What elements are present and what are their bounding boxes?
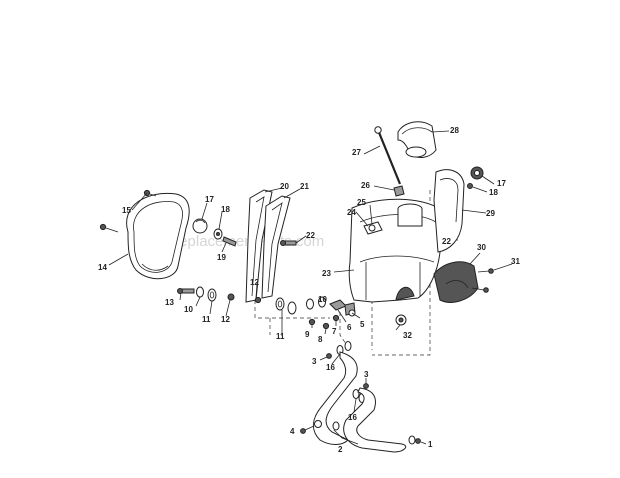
callout-18-right: 18 [489,188,498,197]
callout-23: 23 [322,269,331,278]
part-4-screw [300,420,322,434]
part-26-collar [393,185,405,197]
callout-5: 5 [360,320,365,329]
part-18-washer-left [213,228,223,240]
callout-3-upper: 3 [312,357,317,366]
part-17-knob-left [192,218,208,234]
callout-26: 26 [361,181,370,190]
callout-18-left: 18 [221,205,230,214]
callout-8: 8 [318,335,323,344]
callout-11-left: 11 [202,315,211,324]
callout-17-left: 17 [205,195,214,204]
part-17-knob-right [470,166,484,180]
part-22-bolt-left [280,240,297,246]
callout-25: 25 [357,198,366,207]
part-7-nut [332,314,340,322]
part-3-screw-upper [326,353,332,359]
part-24-25-handle [363,221,383,235]
part-14-side-cover [126,192,190,280]
callout-10-right: 10 [318,295,327,304]
callout-21: 21 [300,182,309,191]
part-30-guard [433,261,479,303]
part-32-bushing [395,314,407,326]
callout-12-right: 12 [250,278,259,287]
callout-29: 29 [486,209,495,218]
callout-27: 27 [352,148,361,157]
callout-12-left: 12 [221,315,230,324]
part-31-screws [471,268,494,293]
callout-3-lower: 3 [364,370,369,379]
part-11-bushing-a [207,288,217,302]
callout-9: 9 [305,330,310,339]
callout-16-upper: 16 [326,363,335,372]
callout-31: 31 [511,257,520,266]
callout-22-left: 22 [306,231,315,240]
part-23-chute-housing [348,198,443,303]
callout-14: 14 [98,263,107,272]
callout-16-lower: 16 [348,413,357,422]
callout-10-left: 10 [184,305,193,314]
part-2-bracket-left [313,351,358,445]
part-27-rod [374,126,402,185]
callout-32: 32 [403,331,412,340]
callout-15: 15 [122,206,131,215]
callout-17-right: 17 [497,179,506,188]
callout-11-right: 11 [276,332,285,341]
callout-4: 4 [290,427,295,436]
callout-19: 19 [217,253,226,262]
part-21-rail [261,195,291,299]
part-9-nut [308,318,316,326]
part-3-screw-lower [363,383,369,389]
part-19-bolt-left [222,236,237,247]
part-2-bracket-right [343,387,407,453]
part-29-chute-plate [433,169,465,253]
part-8-nut [322,322,330,330]
callout-22-right: 22 [442,237,451,246]
part-1-screw [408,435,421,445]
part-12-nut-b [254,296,262,304]
part-16-bushing-upper [336,341,352,355]
callout-2: 2 [338,445,343,454]
callout-13: 13 [165,298,174,307]
callout-labels: 15 14 17 18 19 20 21 22 13 10 11 12 12 1… [98,126,520,454]
callout-7: 7 [332,327,337,336]
part-12-nut-a [227,293,235,301]
part-18-washer-right [467,183,473,189]
callout-6: 6 [347,323,352,332]
part-10-washer-a [196,286,204,298]
leader-lines [108,130,513,445]
part-28-deflector [397,121,437,158]
part-13-bolt [177,288,195,294]
part-5-bolt [344,302,356,317]
callout-30: 30 [477,243,486,252]
part-15-screws [99,189,157,233]
callout-1: 1 [428,440,433,449]
part-11-bushing-b [275,297,297,315]
callout-24: 24 [347,208,356,217]
callout-20: 20 [280,182,289,191]
part-6-block [329,299,347,311]
callout-28: 28 [450,126,459,135]
